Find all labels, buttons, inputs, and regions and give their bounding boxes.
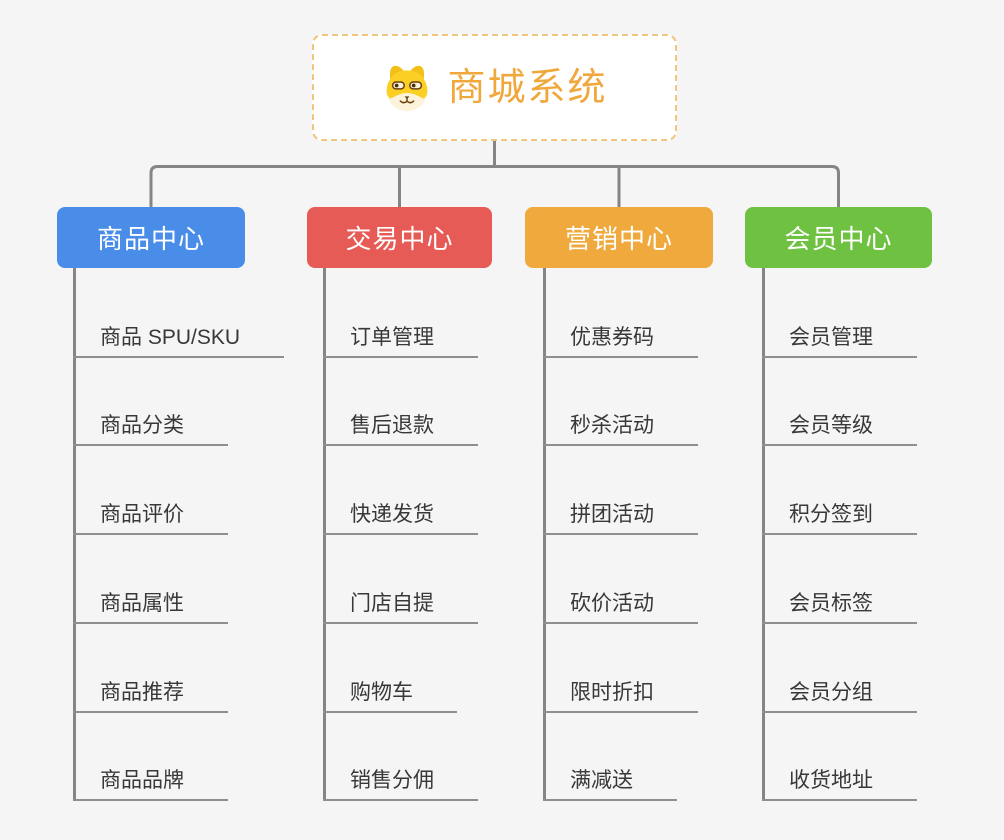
leaf-node-member-center-0[interactable]: 会员管理 [762, 314, 917, 358]
leaf-node-product-center-3[interactable]: 商品属性 [73, 580, 228, 624]
leaf-node-trade-center-5[interactable]: 销售分佣 [323, 757, 478, 801]
leaf-node-member-center-3[interactable]: 会员标签 [762, 580, 917, 624]
branch-header-trade-center[interactable]: 交易中心 [307, 207, 492, 268]
leaf-node-trade-center-2[interactable]: 快递发货 [323, 491, 478, 535]
root-node[interactable]: 商城系统 [312, 34, 677, 141]
branch-header-product-center[interactable]: 商品中心 [57, 207, 245, 268]
leaf-node-trade-center-3[interactable]: 门店自提 [323, 580, 478, 624]
leaf-node-trade-center-1[interactable]: 售后退款 [323, 402, 478, 446]
leaf-node-marketing-center-1[interactable]: 秒杀活动 [543, 402, 698, 446]
leaf-node-product-center-2[interactable]: 商品评价 [73, 491, 228, 535]
leaf-node-product-center-4[interactable]: 商品推荐 [73, 669, 228, 713]
leaf-node-marketing-center-3[interactable]: 砍价活动 [543, 580, 698, 624]
leaf-node-marketing-center-5[interactable]: 满减送 [543, 757, 677, 801]
leaf-node-trade-center-4[interactable]: 购物车 [323, 669, 457, 713]
leaf-node-marketing-center-2[interactable]: 拼团活动 [543, 491, 698, 535]
leaf-node-product-center-0[interactable]: 商品 SPU/SKU [73, 314, 285, 358]
doge-icon [381, 62, 433, 114]
branch-header-member-center[interactable]: 会员中心 [745, 207, 932, 268]
root-title: 商城系统 [447, 66, 608, 109]
leaf-node-product-center-1[interactable]: 商品分类 [73, 402, 228, 446]
leaf-node-product-center-5[interactable]: 商品品牌 [73, 757, 228, 801]
leaf-node-trade-center-0[interactable]: 订单管理 [323, 314, 478, 358]
leaf-node-marketing-center-4[interactable]: 限时折扣 [543, 669, 698, 713]
leaf-node-member-center-1[interactable]: 会员等级 [762, 402, 917, 446]
leaf-node-member-center-4[interactable]: 会员分组 [762, 669, 917, 713]
branch-header-marketing-center[interactable]: 营销中心 [525, 207, 713, 268]
leaf-node-marketing-center-0[interactable]: 优惠券码 [543, 314, 698, 358]
leaf-node-member-center-2[interactable]: 积分签到 [762, 491, 917, 535]
leaf-node-member-center-5[interactable]: 收货地址 [762, 757, 917, 801]
